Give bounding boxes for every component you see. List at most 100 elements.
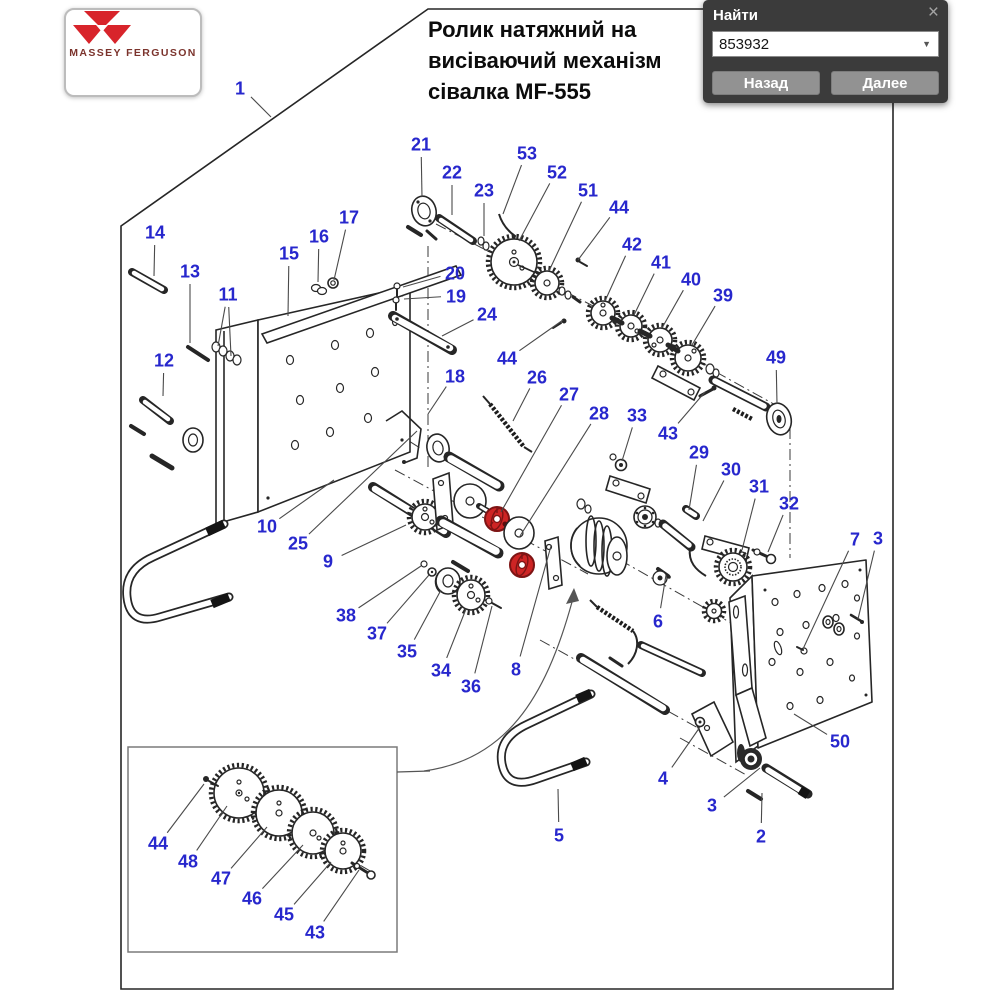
- leader-line: [427, 386, 447, 415]
- top-rail: [260, 265, 463, 344]
- leader-line: [502, 164, 523, 215]
- bottom-hardware: [496, 599, 813, 801]
- part-number-label: 7: [850, 530, 860, 550]
- part-number-label: 21: [411, 135, 431, 155]
- part-number-label: 41: [651, 253, 671, 273]
- part-number-label: 11: [218, 285, 237, 305]
- leader-line: [557, 788, 560, 823]
- part-number-label: 29: [689, 443, 709, 463]
- find-dialog-title: Найти: [713, 7, 758, 24]
- part-number-label: 4: [658, 769, 668, 789]
- leader-line: [688, 464, 697, 511]
- leader-line: [519, 423, 592, 537]
- part-number-label: 28: [589, 404, 609, 424]
- leader-line: [323, 869, 360, 922]
- leader-line: [166, 783, 205, 834]
- leader-line: [162, 372, 165, 397]
- leader-line: [474, 605, 493, 674]
- part-number-label: 51: [578, 181, 598, 201]
- leader-line: [341, 524, 407, 557]
- leader-line: [760, 792, 763, 824]
- part-number-label: 24: [477, 305, 497, 325]
- part-number-label: 33: [627, 406, 647, 426]
- part-number-label: 31: [749, 477, 769, 497]
- part-number-label: 10: [257, 517, 277, 537]
- part-number-label: 39: [713, 286, 733, 306]
- leader-line: [621, 427, 633, 462]
- left-side-plate: [215, 265, 463, 526]
- search-input[interactable]: [713, 32, 924, 56]
- part-number-label: 1: [235, 79, 245, 99]
- leader-line: [519, 545, 552, 657]
- diagram-frame: [120, 8, 894, 990]
- leader-line: [413, 589, 442, 640]
- leader-line: [793, 713, 828, 735]
- leader-line: [153, 244, 156, 277]
- part-number-label: 42: [622, 235, 642, 255]
- leader-line: [446, 608, 467, 659]
- part-number-label: 53: [517, 144, 537, 164]
- leader-line: [519, 319, 564, 352]
- leader-line: [386, 574, 430, 624]
- leader-line: [420, 156, 423, 198]
- part-number-label: 25: [288, 534, 308, 554]
- part-number-label: 34: [431, 661, 451, 681]
- right-side-plate: [690, 559, 873, 764]
- close-icon[interactable]: ×: [927, 2, 939, 23]
- part-number-label: 48: [178, 852, 198, 872]
- part-number-label: 6: [653, 612, 663, 632]
- leader-line: [802, 550, 850, 650]
- part-number-label: 40: [681, 270, 701, 290]
- page-title: Ролик натяжний на висіваючий механізм сі…: [428, 17, 662, 104]
- part-number-label: 26: [527, 368, 547, 388]
- next-button[interactable]: Далее: [831, 71, 939, 95]
- part-number-label: 13: [180, 262, 200, 282]
- part-number-label: 8: [511, 660, 521, 680]
- part-number-label: 3: [707, 796, 717, 816]
- part-number-label: 16: [309, 227, 329, 247]
- leader-line: [691, 305, 716, 346]
- leader-line: [308, 430, 418, 535]
- leader-line: [196, 805, 228, 851]
- leader-line: [333, 229, 347, 281]
- leader-line: [317, 248, 320, 283]
- part-number-label: 35: [397, 642, 417, 662]
- search-combobox[interactable]: ▼: [712, 31, 939, 57]
- part-number-label: 3: [873, 529, 883, 549]
- leader-line: [577, 216, 611, 261]
- leader-line: [500, 404, 562, 513]
- part-number-label: 19: [446, 287, 466, 307]
- part-number-label: 30: [721, 460, 741, 480]
- part-number-label: 22: [442, 163, 462, 183]
- part-number-label: 17: [339, 208, 359, 228]
- upper-gear-train: [406, 195, 793, 436]
- inset-box: [127, 588, 579, 953]
- part-number-labels: 1233456789101112131415161718192021222324…: [145, 79, 883, 943]
- part-number-label: 44: [148, 834, 168, 854]
- part-number-label: 14: [145, 223, 165, 243]
- part-number-label: 36: [461, 677, 481, 697]
- part-number-label: 44: [497, 349, 517, 369]
- leader-line: [279, 479, 335, 520]
- leader-line: [518, 183, 551, 242]
- part-number-label: 38: [336, 606, 356, 626]
- highlighted-roller-b: [509, 552, 535, 578]
- brand-name: MASSEY FERGUSON: [69, 46, 197, 59]
- leader-line: [633, 273, 655, 316]
- leader-line: [702, 480, 725, 522]
- back-button[interactable]: Назад: [712, 71, 820, 95]
- part-number-label: 27: [559, 385, 579, 405]
- part-number-label: 32: [779, 494, 799, 514]
- leader-line: [217, 306, 226, 347]
- leader-line: [677, 391, 706, 424]
- leader-line: [441, 319, 474, 337]
- part-number-label: 46: [242, 889, 262, 909]
- leader-line: [512, 388, 531, 422]
- part-number-label: 12: [154, 351, 174, 371]
- part-number-label: 50: [830, 732, 850, 752]
- leader-line: [767, 514, 784, 553]
- leader-line: [293, 861, 332, 905]
- leader-line: [775, 369, 778, 405]
- left-fasteners: [128, 268, 242, 471]
- leader-line: [671, 726, 701, 768]
